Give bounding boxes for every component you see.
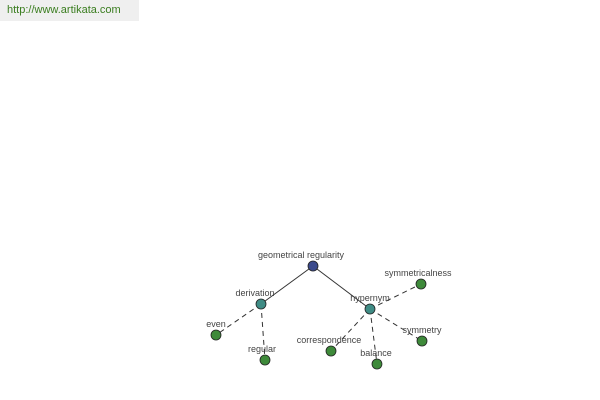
leaf-label-symmetricalness: symmetricalness bbox=[384, 268, 452, 278]
leaf-node-balance bbox=[371, 358, 383, 370]
leaf-node-regular bbox=[259, 354, 271, 366]
edge-derivation-to-regular bbox=[260, 303, 266, 361]
edge-hypernym-to-symmetry bbox=[369, 308, 423, 342]
site-banner: http://www.artikata.com bbox=[0, 0, 139, 21]
leaf-node-correspondence bbox=[325, 345, 337, 357]
edge-hypernym-to-symmetricalness bbox=[369, 283, 422, 310]
root-label: geometrical regularity bbox=[258, 250, 345, 260]
hub-node-derivation bbox=[255, 298, 267, 310]
leaf-label-even: even bbox=[206, 319, 226, 329]
edge-hypernym-to-balance bbox=[369, 308, 378, 365]
leaf-label-balance: balance bbox=[360, 348, 392, 358]
hub-node-hypernym bbox=[364, 303, 376, 315]
edge-hypernym-to-correspondence bbox=[330, 308, 371, 352]
leaf-label-correspondence: correspondence bbox=[297, 335, 362, 345]
leaf-node-symmetry bbox=[416, 335, 428, 347]
edge-derivation-to-even bbox=[215, 303, 262, 336]
leaf-label-regular: regular bbox=[248, 344, 276, 354]
leaf-node-even bbox=[210, 329, 222, 341]
edge-root-to-hypernym bbox=[312, 265, 371, 310]
leaf-node-symmetricalness bbox=[415, 278, 427, 290]
leaf-label-symmetry: symmetry bbox=[403, 325, 442, 335]
site-url-link[interactable]: http://www.artikata.com bbox=[7, 4, 121, 16]
root-node bbox=[307, 260, 319, 272]
edge-root-to-derivation bbox=[260, 265, 314, 305]
hub-label-hypernym: hypernym bbox=[350, 293, 390, 303]
hub-label-derivation: derivation bbox=[235, 288, 274, 298]
